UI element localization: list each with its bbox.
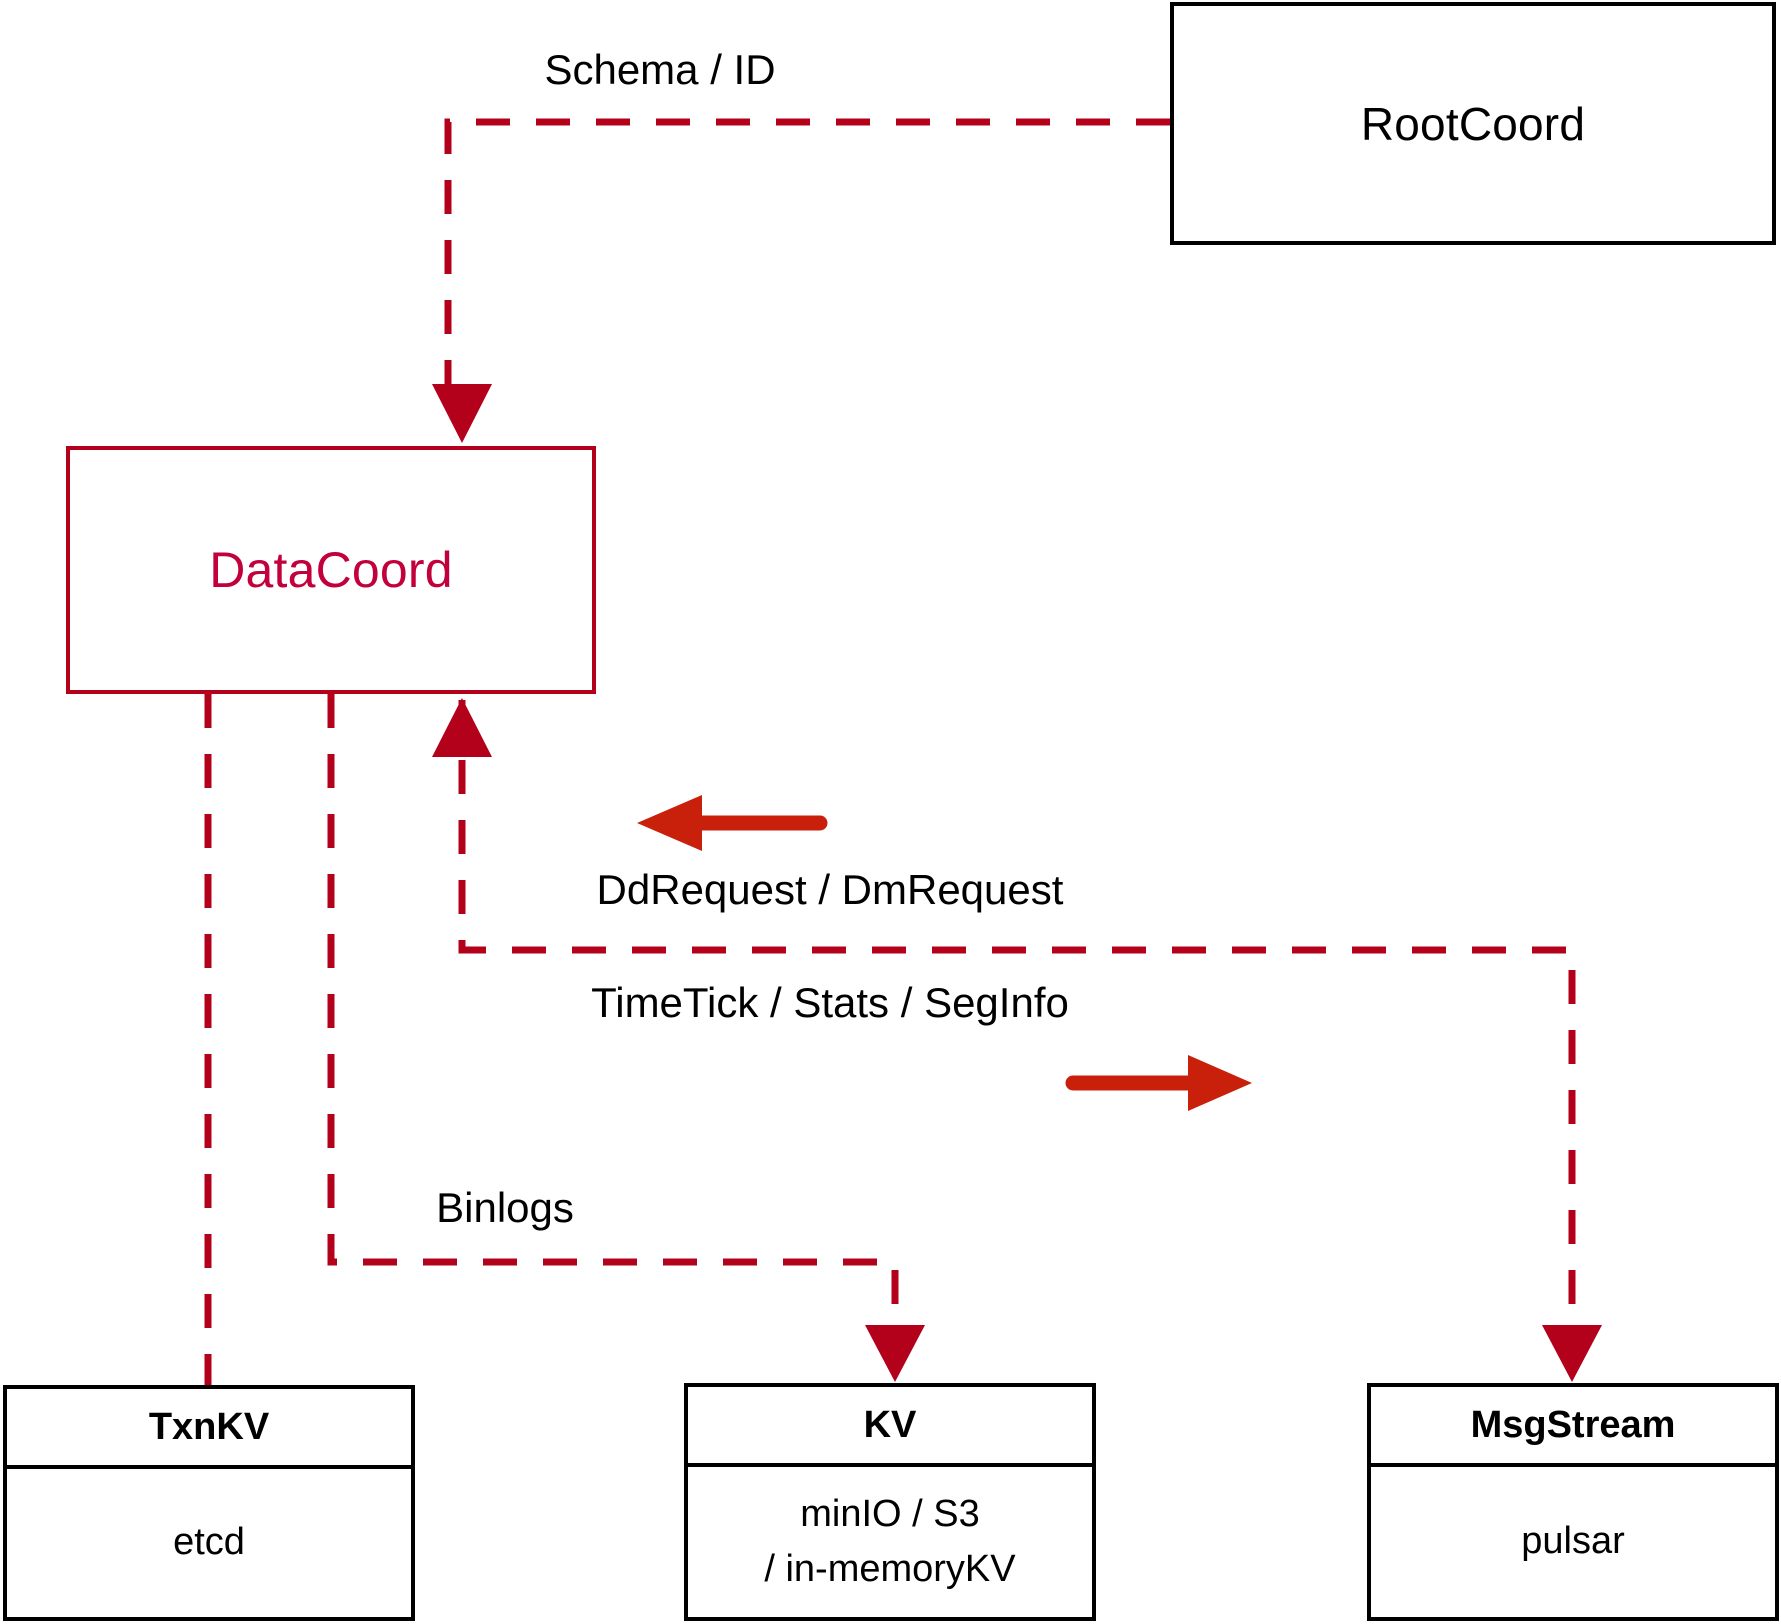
node-txnkv-header: TxnKV bbox=[7, 1389, 411, 1469]
node-msgstream-body: pulsar bbox=[1371, 1467, 1775, 1617]
node-msgstream-header: MsgStream bbox=[1371, 1387, 1775, 1467]
edge-label-binlogs: Binlogs bbox=[436, 1184, 574, 1231]
edge-label-schema-id: Schema / ID bbox=[544, 46, 776, 93]
node-kv-header: KV bbox=[688, 1387, 1092, 1467]
node-kv-body-line1: minIO / S3 bbox=[800, 1492, 980, 1535]
node-msgstream[interactable]: MsgStream pulsar bbox=[1367, 1383, 1779, 1621]
node-msgstream-body-line1: pulsar bbox=[1521, 1520, 1625, 1563]
node-kv-body: minIO / S3 / in-memoryKV bbox=[688, 1467, 1092, 1617]
node-kv-body-line2: / in-memoryKV bbox=[764, 1548, 1016, 1590]
edge-binlogs bbox=[327, 694, 925, 1382]
edge-label-timetick-stats-seginfo: TimeTick / Stats / SegInfo bbox=[591, 979, 1069, 1026]
node-datacoord[interactable]: DataCoord bbox=[66, 446, 596, 694]
arrow-ddrequest-direction bbox=[637, 795, 828, 851]
node-kv[interactable]: KV minIO / S3 / in-memoryKV bbox=[684, 1383, 1096, 1621]
edge-schema-id bbox=[432, 118, 1170, 443]
arrow-timetick-direction bbox=[1065, 1055, 1252, 1111]
node-txnkv-body-line1: etcd bbox=[173, 1521, 245, 1564]
node-rootcoord-label: RootCoord bbox=[1360, 97, 1586, 150]
node-txnkv[interactable]: TxnKV etcd bbox=[3, 1385, 415, 1621]
edge-label-ddrequest-dmrequest: DdRequest / DmRequest bbox=[596, 866, 1064, 913]
edge-request-stream bbox=[432, 698, 1602, 1382]
node-txnkv-body: etcd bbox=[7, 1469, 411, 1617]
node-rootcoord[interactable]: RootCoord bbox=[1170, 2, 1776, 245]
node-datacoord-label: DataCoord bbox=[209, 542, 453, 598]
